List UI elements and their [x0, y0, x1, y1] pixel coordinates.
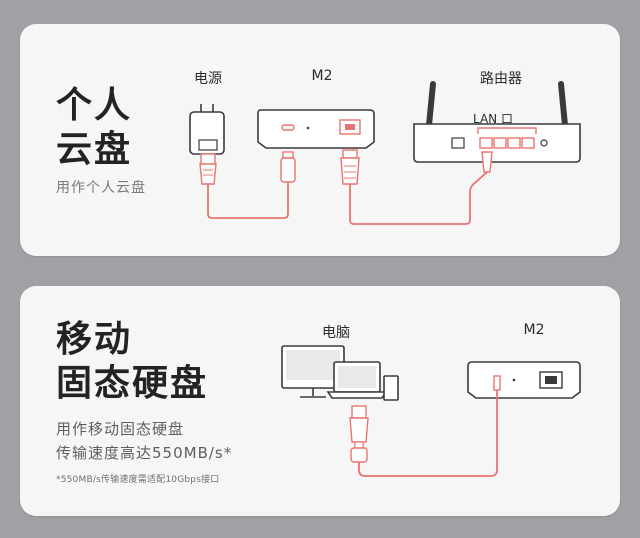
cables — [207, 171, 488, 225]
personal-cloud-card: 个人 云盘 用作个人云盘 电源 M2 路由器 LAN 口 — [20, 24, 620, 256]
card1-subtitle: 用作个人云盘 — [56, 180, 146, 196]
card1-title-line1: 个人 — [56, 85, 133, 126]
laptop-icon — [326, 361, 388, 399]
usb-cable — [358, 390, 498, 477]
router-label: 路由器 — [480, 71, 522, 87]
card2-title-line1: 移动 — [56, 319, 133, 360]
pc-tower-icon — [383, 375, 399, 401]
power-label: 电源 — [194, 71, 222, 87]
m2-device-icon — [257, 109, 375, 185]
m2-device-icon-2 — [467, 361, 581, 399]
power-adapter-icon — [189, 104, 225, 185]
portable-ssd-card: 移动 固态硬盘 用作移动固态硬盘 传输速度高达550MB/s* *550MB/s… — [20, 286, 620, 516]
card2-footnote: *550MB/s传输速度需适配10Gbps接口 — [56, 475, 220, 485]
lan-port-label: LAN 口 — [473, 112, 513, 126]
pc-label: 电脑 — [322, 325, 350, 341]
monitor-icon — [281, 345, 345, 398]
cloud-connection-diagram — [189, 81, 581, 225]
card1-title-line2: 云盘 — [56, 129, 133, 170]
ssd-connection-diagram — [281, 345, 581, 477]
m2-label-2: M2 — [523, 322, 545, 338]
card2-subtitle-line1: 用作移动固态硬盘 — [56, 420, 185, 438]
usb-a-plug-icon — [349, 405, 369, 463]
card2-title-line2: 固态硬盘 — [56, 363, 209, 404]
router-icon — [413, 81, 581, 173]
card2-subtitle-line2: 传输速度高达550MB/s* — [56, 444, 233, 462]
m2-label-1: M2 — [311, 68, 333, 84]
